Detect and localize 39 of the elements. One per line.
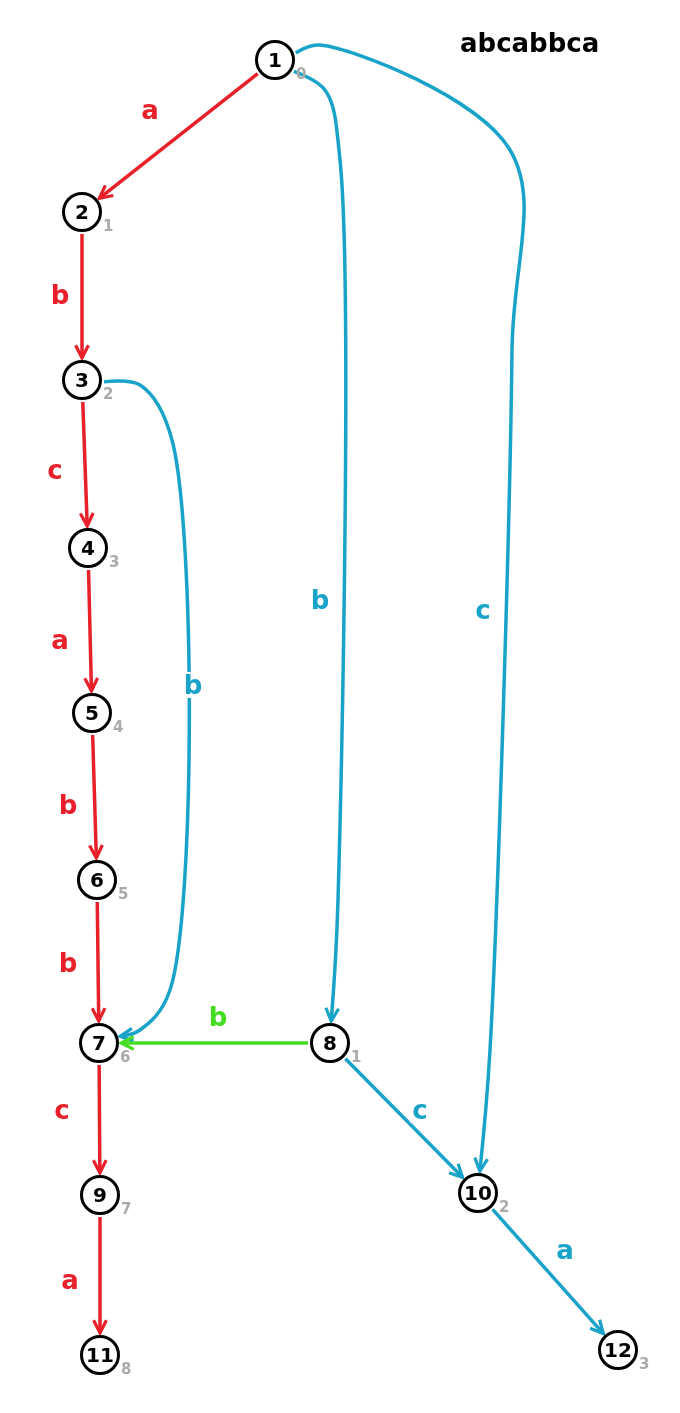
state-number: 3 bbox=[75, 370, 89, 390]
state-number: 4 bbox=[81, 538, 95, 558]
state-annotation: 8 bbox=[121, 1360, 132, 1378]
state-number: 12 bbox=[604, 1340, 632, 1360]
state-number: 11 bbox=[86, 1345, 114, 1365]
state-annotation: 3 bbox=[109, 553, 120, 571]
arrow bbox=[74, 234, 90, 360]
state-annotation: 4 bbox=[113, 718, 124, 736]
arrow bbox=[344, 1057, 465, 1179]
arrow bbox=[97, 72, 259, 200]
arrow bbox=[92, 1217, 108, 1335]
state-number: 8 bbox=[323, 1033, 337, 1053]
arrow bbox=[103, 379, 192, 1043]
state-number: 1 bbox=[268, 50, 282, 70]
state-annotation: 1 bbox=[351, 1048, 362, 1066]
arrow bbox=[119, 1035, 308, 1051]
state-number: 6 bbox=[90, 870, 104, 890]
state-number: 5 bbox=[85, 703, 99, 723]
arrow bbox=[91, 1065, 108, 1175]
arrow bbox=[90, 901, 107, 1023]
input-string: abcabbca bbox=[460, 28, 600, 58]
state-annotation: 1 bbox=[103, 217, 114, 235]
arrow bbox=[78, 401, 95, 528]
arrow bbox=[83, 569, 100, 693]
state-number: 7 bbox=[92, 1033, 106, 1053]
state-annotation: 2 bbox=[499, 1198, 510, 1216]
state-number: 10 bbox=[464, 1183, 492, 1203]
state-annotation: 0 bbox=[296, 65, 307, 83]
arrow bbox=[491, 1208, 605, 1336]
state-annotation: 3 bbox=[639, 1355, 650, 1373]
state-number: 9 bbox=[93, 1185, 107, 1205]
state-annotation: 6 bbox=[120, 1048, 131, 1066]
state-annotation: 5 bbox=[118, 885, 129, 903]
state-number: 2 bbox=[75, 202, 89, 222]
arrow bbox=[295, 43, 526, 1173]
state-annotation: 2 bbox=[103, 385, 114, 403]
arrow bbox=[293, 69, 348, 1023]
arrow bbox=[87, 734, 104, 860]
state-annotation: 7 bbox=[121, 1200, 132, 1218]
